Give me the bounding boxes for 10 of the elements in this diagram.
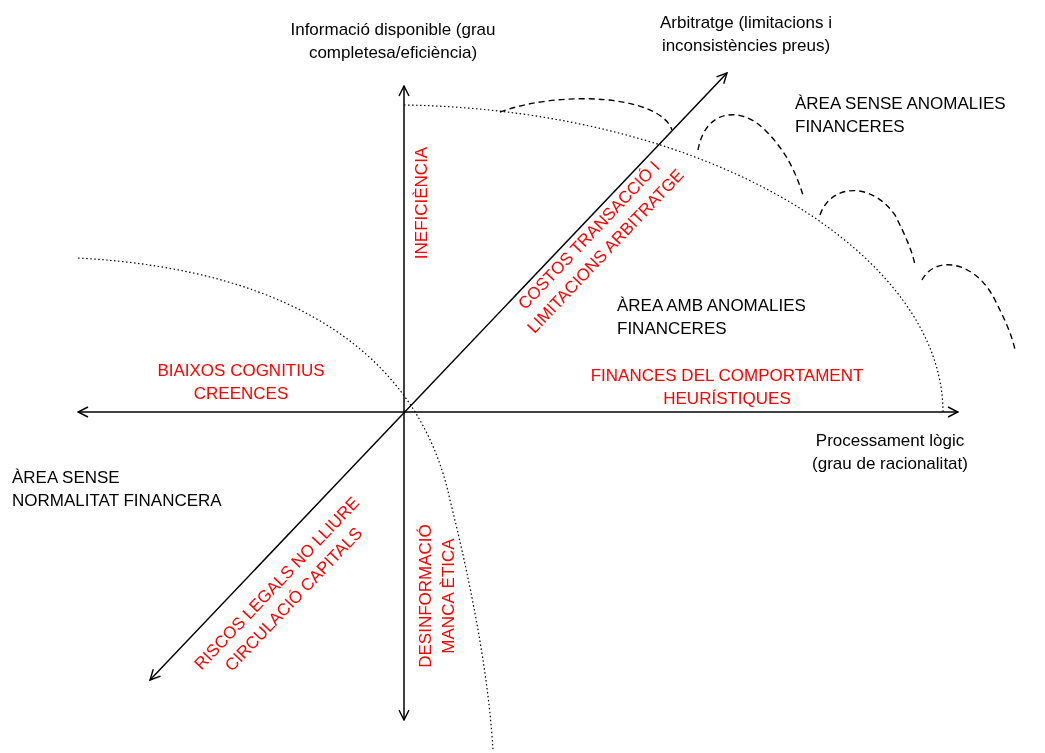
factor-label: INEFICIÈNCIA (410, 145, 432, 262)
area-label: ÀREA SENSE NORMALITAT FINANCERA (12, 467, 223, 512)
axis-label: Informació disponible (grau completesa/eficiència) (289, 19, 497, 64)
axis-label: Arbitratge (limitacions i inconsistències preus) (659, 12, 833, 57)
factor-label: DESINFORMACIÓ MANCA ÈTICA (415, 523, 459, 670)
area-label: ÀREA SENSE ANOMALIES FINANCERES (795, 93, 1007, 138)
area-label: ÀREA AMB ANOMALIES FINANCERES (617, 295, 807, 340)
axis-label: Processament lògic (grau de racionalitat) (811, 430, 969, 475)
factor-label: FINANCES DEL COMPORTAMENT HEURÍSTIQUES (589, 365, 865, 410)
factor-label: BIAIXOS COGNITIUS CREENCES (156, 360, 326, 405)
